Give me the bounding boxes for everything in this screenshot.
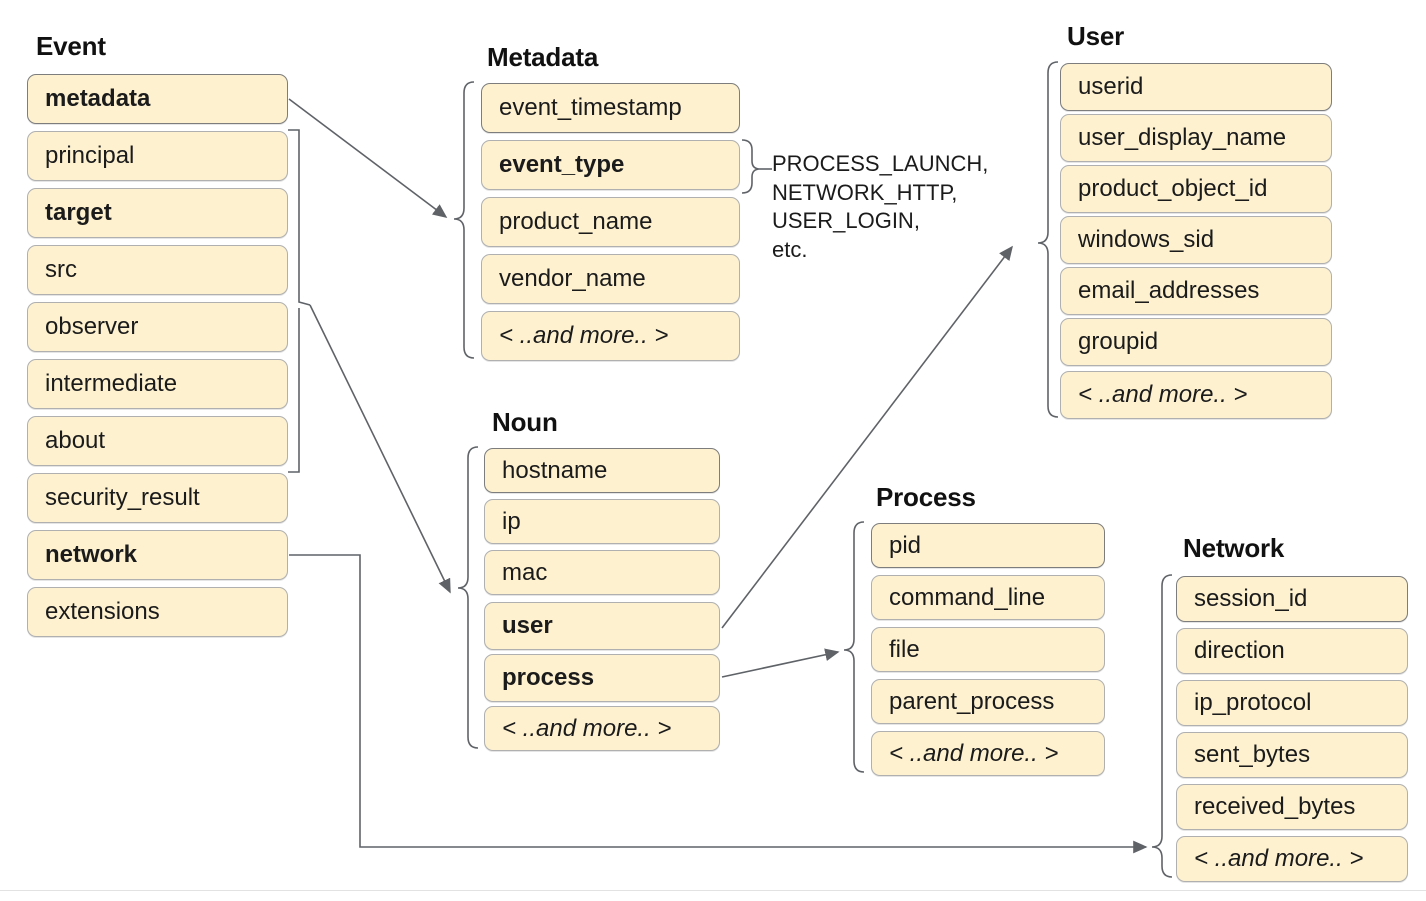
field-event-extensions[interactable]: extensions [27,587,288,637]
group-title-metadata: Metadata [487,42,599,72]
field-event-intermediate[interactable]: intermediate [27,359,288,409]
field-network-session-id[interactable]: session_id [1176,576,1408,622]
field-noun-ip[interactable]: ip [484,499,720,544]
field-user-product-object-id[interactable]: product_object_id [1060,165,1332,213]
field-network-direction[interactable]: direction [1176,628,1408,674]
brace-process [843,521,865,773]
connector-metadata [288,98,448,218]
field-noun-hostname[interactable]: hostname [484,448,720,493]
field-noun-mac[interactable]: mac [484,550,720,595]
field-process-pid[interactable]: pid [871,523,1105,568]
field-network-ip-protocol[interactable]: ip_protocol [1176,680,1408,726]
brace-network [1151,574,1173,878]
group-title-network: Network [1183,533,1285,563]
field-metadata-product-name[interactable]: product_name [481,197,740,247]
field-noun-and-more[interactable]: < ..and more.. > [484,706,720,751]
field-process-parent-process[interactable]: parent_process [871,679,1105,724]
field-metadata-and-more[interactable]: < ..and more.. > [481,311,740,361]
field-noun-user[interactable]: user [484,602,720,650]
field-event-network[interactable]: network [27,530,288,580]
connector-process [721,648,840,678]
field-user-groupid[interactable]: groupid [1060,318,1332,366]
connector-noun [309,304,451,594]
field-metadata-event-timestamp[interactable]: event_timestamp [481,83,740,133]
field-metadata-event-type[interactable]: event_type [481,140,740,190]
field-metadata-vendor-name[interactable]: vendor_name [481,254,740,304]
field-event-metadata[interactable]: metadata [27,74,288,124]
brace-metadata [453,81,475,359]
field-user-email-addresses[interactable]: email_addresses [1060,267,1332,315]
field-noun-process[interactable]: process [484,654,720,702]
bottom-divider [0,890,1426,891]
brace-event-type-values [741,139,761,194]
field-network-and-more[interactable]: < ..and more.. > [1176,836,1408,882]
field-process-and-more[interactable]: < ..and more.. > [871,731,1105,776]
field-user-windows-sid[interactable]: windows_sid [1060,216,1332,264]
connector-user [721,245,1013,629]
field-user-and-more[interactable]: < ..and more.. > [1060,371,1332,419]
group-title-event: Event [36,31,106,61]
field-network-sent-bytes[interactable]: sent_bytes [1176,732,1408,778]
bracket-event-nouns [288,129,311,473]
field-process-file[interactable]: file [871,627,1105,672]
field-event-src[interactable]: src [27,245,288,295]
group-title-noun: Noun [492,407,558,437]
field-user-display-name[interactable]: user_display_name [1060,114,1332,162]
field-event-observer[interactable]: observer [27,302,288,352]
group-title-process: Process [876,482,976,512]
field-event-security-result[interactable]: security_result [27,473,288,523]
group-title-user: User [1067,21,1125,51]
field-event-about[interactable]: about [27,416,288,466]
field-network-received-bytes[interactable]: received_bytes [1176,784,1408,830]
event-type-values-note: PROCESS_LAUNCH, NETWORK_HTTP, USER_LOGIN… [772,151,989,262]
field-event-target[interactable]: target [27,188,288,238]
field-event-principal[interactable]: principal [27,131,288,181]
field-process-command-line[interactable]: command_line [871,575,1105,620]
brace-noun [457,446,479,749]
field-user-userid[interactable]: userid [1060,63,1332,111]
brace-user [1037,61,1059,418]
